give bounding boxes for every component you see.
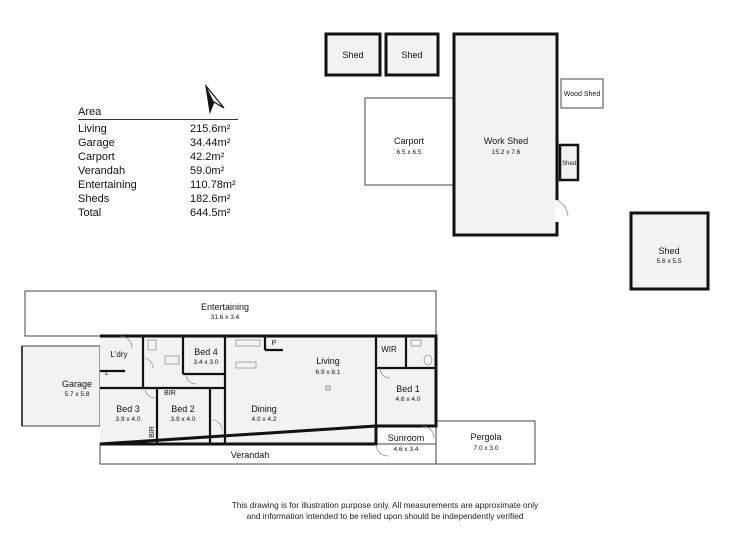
dining-label: Dining: [251, 404, 277, 414]
shed-right-dim: 5.6 x 5.5: [657, 258, 682, 265]
area-value: 110.78m²: [190, 179, 236, 191]
area-value: 215.6m²: [190, 123, 231, 135]
garage: Garage 5.7 x 5.8: [21, 345, 101, 427]
work-shed-dim: 15.2 x 7.6: [492, 149, 521, 156]
garage-label: Garage: [62, 379, 92, 389]
area-value: 182.6m²: [190, 193, 231, 205]
area-value: 644.5m²: [190, 207, 231, 219]
bed4-label: Bed 4: [194, 347, 218, 357]
area-row-garage: Garage 34.44m²: [78, 136, 238, 150]
area-row-total: Total 644.5m²: [78, 206, 238, 220]
disclaimer: This drawing is for illustration purpose…: [231, 500, 539, 521]
shed-b-label: Shed: [401, 50, 422, 60]
linen-label: L: [105, 370, 109, 377]
area-title: Area: [78, 106, 238, 120]
area-label: Carport: [78, 151, 115, 163]
living-dim: 6.9 x 8.1: [316, 369, 341, 376]
sunroom-label: Sunroom: [388, 433, 425, 443]
bed3-label: Bed 3: [116, 404, 140, 414]
area-row-entertaining: Entertaining 110.78m²: [78, 178, 238, 192]
verandah-label: Verandah: [231, 450, 270, 460]
shed-right-label: Shed: [658, 246, 679, 256]
area-label: Living: [78, 123, 107, 135]
bed1-label: Bed 1: [396, 384, 420, 394]
shed-small-label: Shed: [562, 161, 576, 167]
area-value: 42.2m²: [190, 151, 225, 163]
dining-dim: 4.0 x 4.2: [252, 416, 277, 423]
wood-shed: Wood Shed: [560, 78, 604, 109]
area-table: Area Living 215.6m² Garage 34.44m² Carport…: [78, 106, 238, 220]
sunroom-dim: 4.6 x 3.4: [394, 446, 419, 453]
area-row-sheds: Sheds 182.6m²: [78, 192, 238, 206]
bed2-label: Bed 2: [171, 404, 195, 414]
door-swings: [119, 335, 435, 457]
bed4-dim: 3.4 x 3.0: [194, 359, 219, 366]
carport: Carport 6.5 x 6.5: [364, 97, 455, 186]
area-label: Garage: [78, 137, 115, 149]
bed2-dim: 3.9 x 4.0: [171, 416, 196, 423]
entertaining-dim: 31.6 x 3.4: [211, 314, 240, 321]
area-value: 34.44m²: [190, 137, 231, 149]
wir-label: WIR: [381, 345, 397, 354]
area-label: Total: [78, 207, 102, 219]
shed-a: Shed: [324, 32, 382, 77]
living-label: Living: [316, 356, 340, 366]
shed-b: Shed: [384, 32, 440, 77]
entertaining-label: Entertaining: [201, 302, 249, 312]
pantry-label: P: [272, 340, 277, 347]
pergola-dim: 7.0 x 3.0: [474, 445, 499, 452]
area-row-living: Living 215.6m²: [78, 122, 238, 136]
entertaining-area: Entertaining 31.6 x 3.4: [24, 290, 437, 337]
carport-dim: 6.5 x 6.5: [397, 149, 422, 156]
verandah: Verandah: [99, 443, 437, 465]
work-shed: Work Shed 15.2 x 7.6: [452, 32, 569, 237]
north-arrow-icon: [205, 84, 225, 114]
area-label: Verandah: [78, 165, 126, 177]
bir-top-label: BIR: [164, 390, 176, 397]
garage-dim: 5.7 x 5.8: [65, 391, 90, 398]
shed-small: Shed: [558, 143, 580, 182]
bir-side-label: BIR: [149, 426, 156, 438]
area-label: Entertaining: [78, 179, 137, 191]
area-value: 59.0m²: [190, 165, 225, 177]
area-row-verandah: Verandah 59.0m²: [78, 164, 238, 178]
bed1-dim: 4.6 x 4.0: [396, 396, 421, 403]
wood-shed-label: Wood Shed: [564, 91, 601, 98]
laundry-label: L'dry: [110, 350, 127, 359]
bed3-dim: 3.9 x 4.0: [116, 416, 141, 423]
shed-right: Shed 5.6 x 5.5: [629, 211, 710, 291]
carport-label: Carport: [394, 136, 425, 146]
pergola: Pergola 7.0 x 3.0: [435, 420, 536, 465]
shed-a-label: Shed: [342, 50, 363, 60]
fixtures: [147, 339, 433, 369]
area-row-carport: Carport 42.2m²: [78, 150, 238, 164]
work-shed-label: Work Shed: [484, 136, 528, 146]
area-label: Sheds: [78, 193, 110, 205]
pergola-label: Pergola: [470, 432, 501, 442]
